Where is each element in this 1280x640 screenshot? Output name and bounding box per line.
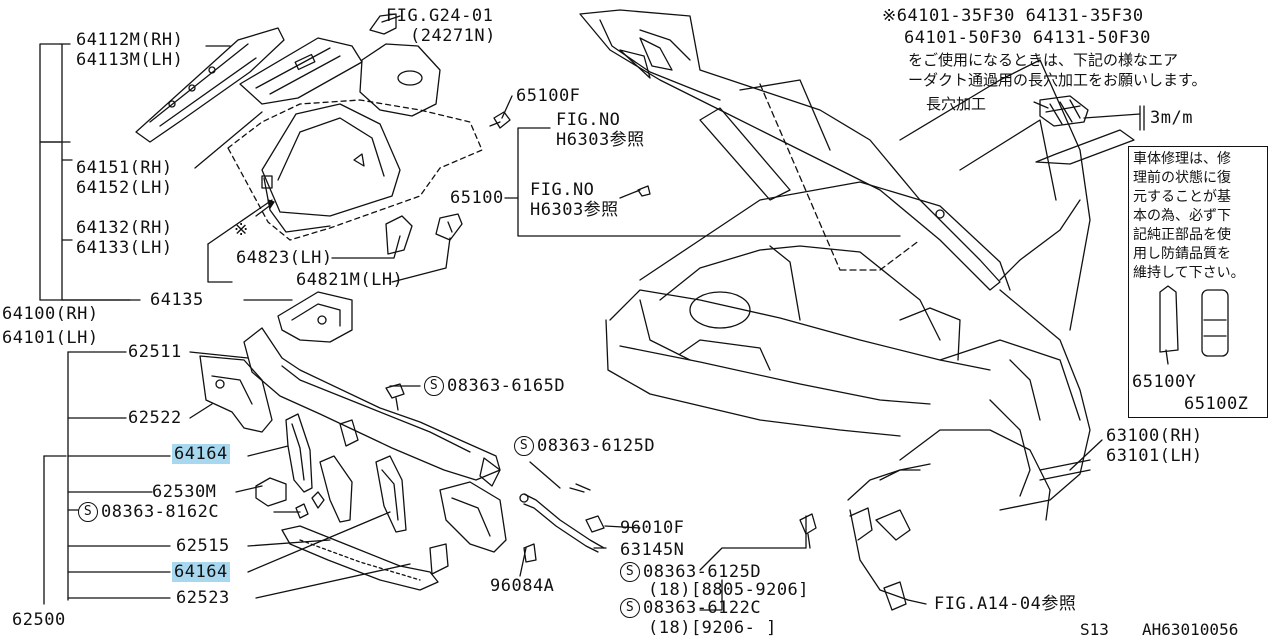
callout-08363-6122c-text: 08363-6122C — [643, 598, 762, 618]
note-dimension: 3m/m — [1150, 108, 1193, 128]
car-body — [579, 9, 1091, 611]
repair-line: 車体修理は、修 — [1133, 151, 1231, 167]
hood-rod-parts — [519, 185, 817, 563]
callout-64113m[interactable]: 64113M(LH) — [76, 50, 184, 70]
callout-62530m[interactable]: 62530M — [152, 482, 217, 502]
callout-64821m[interactable]: 64821M(LH) — [296, 270, 404, 290]
callout-08363-6165d-text: 08363-6165D — [447, 376, 566, 396]
repair-line: 理前の状態に復 — [1133, 170, 1231, 186]
callout-64132[interactable]: 64132(RH) — [76, 218, 173, 238]
repair-line: 本の為、必ず下 — [1133, 208, 1231, 224]
leader-lines — [39, 15, 1103, 611]
callout-64823[interactable]: 64823(LH) — [236, 248, 333, 268]
repair-notice-text: 車体修理は、修 理前の状態に復 元することが基 本の為、必ず下 記純正部品を使 … — [1133, 150, 1265, 283]
screw-symbol-icon: S — [514, 436, 534, 456]
note-text-line2: ーダクト通過用の長穴加工をお願いします。 — [908, 71, 1207, 89]
callout-fig-g24-part: (24271N) — [410, 26, 496, 46]
repair-line: 維持して下さい。 — [1133, 265, 1245, 281]
callout-62511[interactable]: 62511 — [128, 342, 182, 362]
note-text-line1: をご使用になるときは、下記の様なエア — [908, 51, 1179, 69]
callout-64164-a[interactable]: 64164 — [172, 444, 230, 464]
repair-notice-box — [1128, 146, 1268, 418]
callout-63101[interactable]: 63101(LH) — [1106, 446, 1203, 466]
apron-assembly — [135, 13, 511, 343]
callout-fig-g24[interactable]: FIG.G24-01 — [386, 6, 494, 26]
note-slot-label: 長穴加工 — [926, 95, 987, 113]
callout-fig-no-1-ref: H6303参照 — [556, 130, 645, 150]
repair-line: 元することが基 — [1133, 189, 1231, 205]
callout-62522[interactable]: 62522 — [128, 408, 182, 428]
callout-62515[interactable]: 62515 — [176, 536, 230, 556]
callout-64164-b[interactable]: 64164 — [172, 562, 230, 582]
callout-96084a[interactable]: 96084A — [490, 576, 555, 596]
screw-symbol-icon: S — [620, 562, 640, 582]
callout-63145n[interactable]: 63145N — [620, 540, 685, 560]
callout-65100f[interactable]: 65100F — [516, 86, 581, 106]
callout-08363-8162c-text: 08363-8162C — [101, 502, 220, 522]
callout-96010f[interactable]: 96010F — [620, 518, 685, 538]
screw-symbol-icon: S — [620, 598, 640, 618]
callout-62523[interactable]: 62523 — [176, 588, 230, 608]
screw-symbol-icon: S — [78, 502, 98, 522]
slot-detail — [1035, 95, 1145, 165]
callout-fig-no-2-ref: H6303参照 — [530, 200, 619, 220]
callout-08363-6125d-a-text: 08363-6125D — [537, 436, 656, 456]
callout-64101[interactable]: 64101(LH) — [2, 328, 99, 348]
callout-64151[interactable]: 64151(RH) — [76, 158, 173, 178]
callout-63100[interactable]: 63100(RH) — [1106, 426, 1203, 446]
callout-65100y[interactable]: 65100Y — [1132, 372, 1197, 392]
callout-65100[interactable]: 65100 — [450, 188, 504, 208]
callout-64152[interactable]: 64152(LH) — [76, 178, 173, 198]
footer-figure-code: AH63010056 — [1142, 620, 1239, 639]
callout-64100[interactable]: 64100(RH) — [2, 304, 99, 324]
callout-fig-no-1[interactable]: FIG.NO — [556, 110, 621, 130]
note-codes-line1: ※64101-35F30 64131-35F30 — [882, 6, 1144, 26]
note-codes-line2: 64101-50F30 64131-50F30 — [904, 28, 1151, 48]
screw-symbol-icon: S — [424, 376, 444, 396]
footer-model: S13 — [1080, 620, 1109, 639]
callout-08363-6125d-b-text: 08363-6125D — [643, 562, 762, 582]
callout-64133[interactable]: 64133(LH) — [76, 238, 173, 258]
radiator-core-support — [199, 327, 507, 591]
repair-products — [1159, 285, 1229, 365]
callout-08363-6122c-range: (18)[9206- ] — [648, 618, 777, 638]
callout-64135[interactable]: 64135 — [150, 290, 204, 310]
callout-fig-a14[interactable]: FIG.A14-04参照 — [934, 594, 1077, 614]
repair-line: 用し防錆品質を — [1133, 246, 1231, 262]
callout-62500[interactable]: 62500 — [12, 610, 66, 630]
callout-64112m[interactable]: 64112M(RH) — [76, 30, 184, 50]
callout-08363-6125d-b-range: (18)[8805-9206] — [648, 580, 810, 600]
asterisk-mark: ※ — [234, 220, 249, 240]
callout-fig-no-2[interactable]: FIG.NO — [530, 180, 595, 200]
repair-line: 記純正部品を使 — [1133, 227, 1231, 243]
callout-65100z[interactable]: 65100Z — [1184, 394, 1249, 414]
